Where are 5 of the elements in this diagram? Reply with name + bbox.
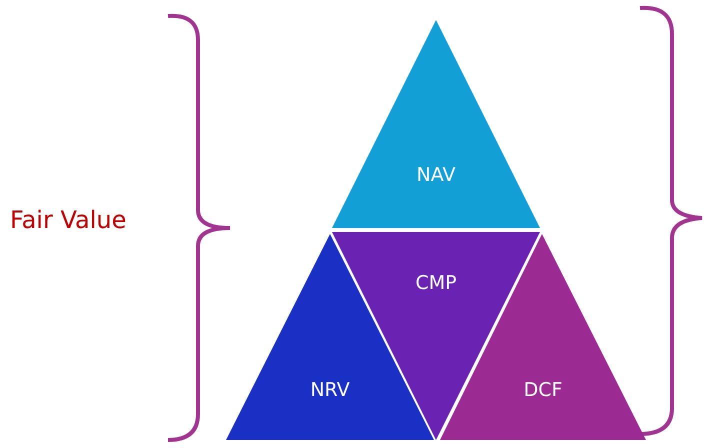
segment-label: DCF	[522, 379, 564, 401]
segment-label: NAV	[416, 164, 456, 186]
segment-label: CMP	[414, 272, 458, 294]
segment-label: NRV	[309, 379, 351, 401]
bracket-label: Fair Value	[10, 206, 126, 234]
